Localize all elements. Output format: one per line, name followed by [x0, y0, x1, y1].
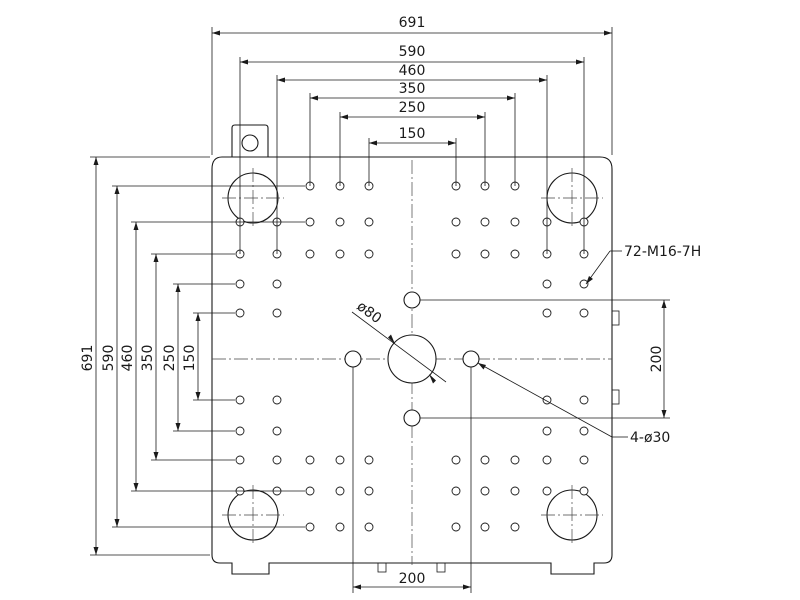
tapped-hole — [451, 522, 461, 532]
callout-center-bore-leader — [351, 311, 447, 383]
tapped-hole — [272, 279, 282, 289]
dim-left-350: 350 — [140, 345, 156, 372]
tapped-hole — [510, 522, 520, 532]
dim-left-150: 150 — [182, 345, 198, 372]
tapped-hole — [305, 486, 315, 496]
bottom-tab-right — [436, 562, 446, 573]
tapped-hole — [364, 249, 374, 259]
tapped-hole — [335, 486, 345, 496]
callout-center-bore-arrow-upper — [388, 334, 395, 344]
callout-center-bore: ø80 — [354, 298, 385, 327]
tapped-hole — [510, 455, 520, 465]
tapped-hole — [235, 279, 245, 289]
tapped-hole — [480, 249, 490, 259]
tapped-hole — [510, 249, 520, 259]
tapped-hole — [542, 426, 552, 436]
tapped-hole — [364, 217, 374, 227]
bottom-dimension-arrows — [353, 584, 471, 590]
bottom-dimension — [352, 367, 472, 593]
tapped-hole — [364, 455, 374, 465]
tapped-hole — [305, 455, 315, 465]
tapped-hole — [510, 217, 520, 227]
through-hole-right — [462, 350, 480, 368]
tapped-hole-grid — [235, 181, 589, 532]
tapped-hole — [579, 308, 589, 318]
tapped-hole — [579, 455, 589, 465]
tapped-hole — [451, 217, 461, 227]
tapped-hole — [480, 217, 490, 227]
tapped-hole — [579, 426, 589, 436]
tapped-hole — [335, 217, 345, 227]
tapped-hole — [510, 486, 520, 496]
top-dimension-arrows — [212, 30, 612, 146]
tapped-hole — [542, 308, 552, 318]
through-hole-left — [344, 350, 362, 368]
dim-left-590: 590 — [101, 345, 117, 372]
tapped-hole — [335, 522, 345, 532]
through-hole-top — [403, 291, 421, 309]
top-left-lug — [231, 124, 269, 157]
tapped-hole — [305, 522, 315, 532]
dim-top-150: 150 — [399, 126, 426, 142]
tapped-hole — [451, 249, 461, 259]
tapped-hole — [235, 308, 245, 318]
tapped-hole — [579, 279, 589, 289]
dim-top-250: 250 — [399, 100, 426, 116]
callout-center-bore-arrow-lower — [429, 374, 436, 384]
tapped-hole — [480, 455, 490, 465]
tapped-hole — [235, 455, 245, 465]
tapped-hole — [272, 308, 282, 318]
dim-top-590: 590 — [399, 44, 426, 60]
tapped-hole — [335, 455, 345, 465]
tapped-hole — [272, 426, 282, 436]
left-dimension-arrows — [93, 157, 201, 555]
center-bore — [387, 334, 437, 384]
dim-top-460: 460 — [399, 63, 426, 79]
tapped-hole — [542, 279, 552, 289]
tapped-hole — [451, 486, 461, 496]
through-hole-bottom — [403, 409, 421, 427]
dim-left-250: 250 — [162, 345, 178, 372]
tapped-hole — [480, 486, 490, 496]
right-dimension — [420, 299, 670, 419]
tapped-hole — [364, 522, 374, 532]
left-dimensions — [90, 156, 305, 556]
lug-hole — [241, 134, 259, 152]
dim-right-200: 200 — [649, 346, 665, 373]
tapped-hole — [542, 455, 552, 465]
tapped-hole — [235, 426, 245, 436]
tapped-hole — [451, 455, 461, 465]
dim-left-691: 691 — [80, 345, 96, 372]
bottom-tab-left — [377, 562, 387, 573]
top-dimensions — [211, 27, 613, 254]
callout-tapped-holes-arrow — [586, 276, 593, 284]
right-slot-upper — [611, 310, 620, 326]
tapped-hole — [480, 522, 490, 532]
right-dimension-arrows — [661, 300, 667, 418]
callout-through-holes: 4-ø30 — [630, 430, 670, 446]
dim-left-460: 460 — [120, 345, 136, 372]
tapped-hole — [272, 395, 282, 405]
tapped-hole — [579, 395, 589, 405]
right-slot-lower — [611, 389, 620, 405]
tapped-hole — [235, 395, 245, 405]
tie-bar-bores — [222, 168, 603, 545]
callout-through-holes-leader — [477, 362, 628, 438]
callout-through-holes-arrow — [478, 363, 486, 370]
platen-outline — [211, 156, 613, 575]
dim-top-350: 350 — [399, 81, 426, 97]
tapped-hole — [335, 249, 345, 259]
tapped-hole — [272, 455, 282, 465]
tapped-hole — [364, 486, 374, 496]
dim-bottom-200: 200 — [399, 571, 426, 587]
tapped-hole — [579, 486, 589, 496]
callout-tapped-holes: 72-M16-7H — [624, 244, 701, 260]
tapped-hole — [305, 217, 315, 227]
tapped-hole — [542, 486, 552, 496]
dim-top-691: 691 — [399, 15, 426, 31]
tapped-hole — [305, 249, 315, 259]
